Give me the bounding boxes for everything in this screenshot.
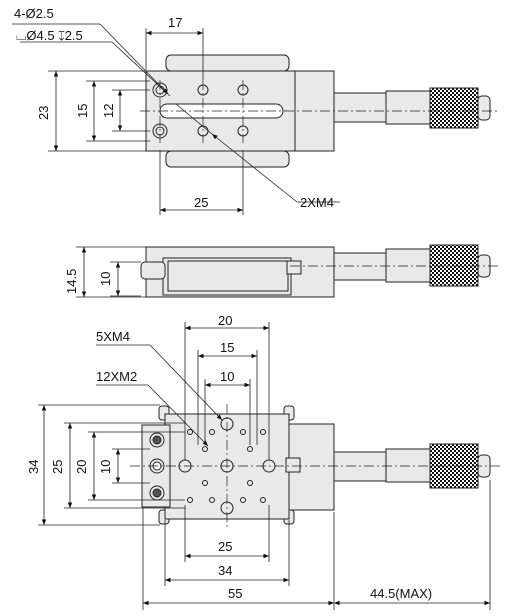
top-dim-15: 15	[75, 104, 90, 118]
top-rail-upper	[165, 54, 290, 72]
top-view-labels: 4-Ø2.5 ⌴Ø4.5 ↧2.5 17 23 15 12 25 2XM4	[14, 6, 334, 210]
bottom-m2-holes	[187, 429, 266, 503]
top-rail-lower	[165, 150, 290, 168]
side-inner-block	[167, 260, 289, 292]
top-hole-spec-line1: 4-Ø2.5	[14, 6, 54, 21]
top-sleeve	[385, 90, 431, 125]
side-knurl-thimble	[429, 244, 479, 287]
bottom-dim-15: 15	[220, 340, 234, 355]
top-dim-12: 12	[101, 104, 116, 118]
top-end-cap	[477, 95, 491, 121]
bottom-view	[38, 322, 500, 610]
bottom-centerlines	[130, 404, 500, 528]
side-nut	[286, 260, 302, 275]
side-barrel	[333, 252, 387, 281]
top-view	[12, 23, 500, 215]
top-centerlines	[140, 80, 500, 143]
bottom-sleeve	[385, 448, 431, 483]
bottom-dim-34-left: 34	[26, 460, 41, 474]
top-hole-spec-line2: ⌴Ø4.5 ↧2.5	[16, 28, 83, 43]
side-dimensions	[76, 246, 146, 298]
bottom-dim-55: 55	[228, 586, 242, 601]
bottom-nut	[285, 457, 301, 473]
bottom-dim-10-top: 10	[220, 369, 234, 384]
bottom-thread-m2: 12XM2	[96, 369, 137, 384]
clamp-hole	[152, 435, 162, 445]
bottom-dim-10-left: 10	[98, 460, 113, 474]
side-tab	[140, 261, 166, 280]
clamp-hole	[149, 432, 165, 448]
side-sleeve	[385, 248, 431, 283]
bottom-dim-34-bottom: 34	[218, 563, 232, 578]
bottom-dim-25-bottom: 25	[218, 539, 232, 554]
bottom-barrel	[333, 451, 387, 482]
side-dim-10: 10	[98, 272, 113, 286]
top-dim-17: 17	[168, 15, 182, 30]
top-barrel	[333, 92, 387, 123]
top-dimensions	[12, 23, 340, 215]
bottom-dim-44-5: 44.5(MAX)	[370, 586, 432, 601]
side-view	[76, 244, 500, 298]
top-dim-23: 23	[36, 106, 51, 120]
side-view-labels: 14.5 10	[64, 269, 113, 294]
bottom-thread-m4: 5XM4	[96, 329, 130, 344]
bottom-dim-20-left: 20	[74, 460, 89, 474]
bottom-view-labels: 20 15 10 5XM4 12XM2 34 25 20 10 25 34 55…	[26, 313, 432, 601]
bottom-dim-25-left: 25	[50, 460, 65, 474]
bottom-dimensions	[38, 322, 491, 610]
top-dim-25: 25	[194, 195, 208, 210]
top-knurl-thimble	[429, 87, 479, 129]
bottom-dim-20-top: 20	[218, 313, 232, 328]
top-thread-label: 2XM4	[300, 195, 334, 210]
clamp-hole	[152, 488, 162, 498]
side-dim-14-5: 14.5	[64, 269, 79, 294]
